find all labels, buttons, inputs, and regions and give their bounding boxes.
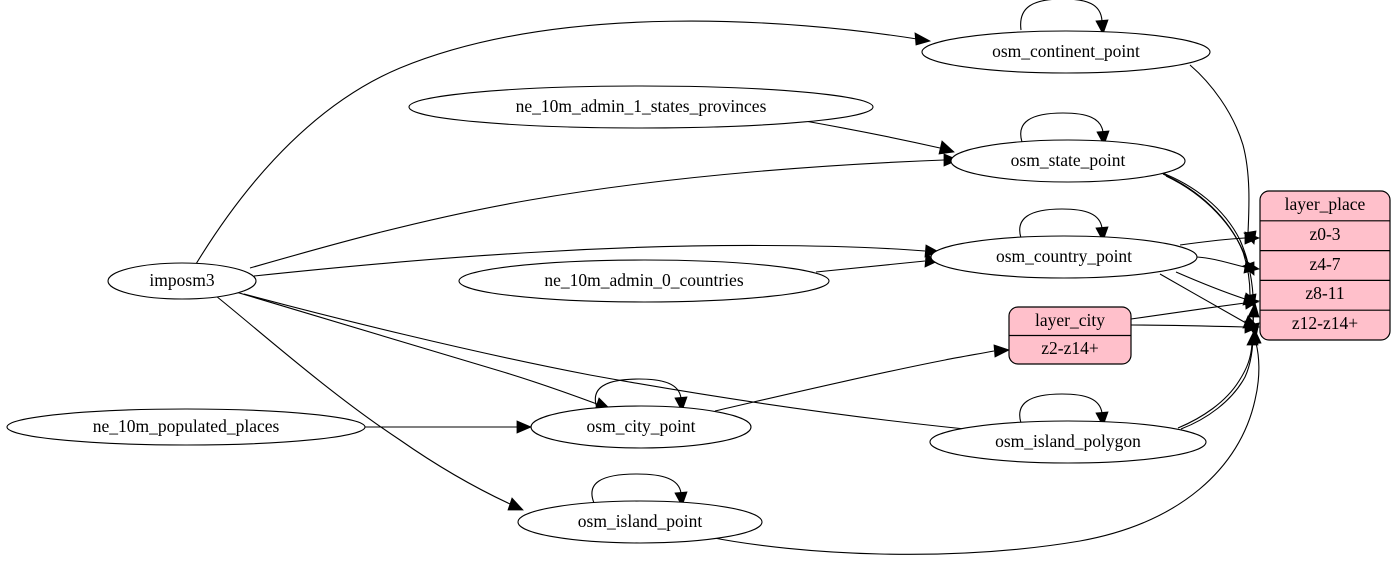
node-shape-osm_city_point[interactable] (530, 405, 752, 449)
node-label-osm_island_point: osm_island_point (578, 511, 703, 531)
arrowhead-city-layer_city (993, 344, 1011, 358)
edge-selfloop-osm_state_point (1020, 112, 1104, 143)
edge-osm_country_point-to-layer_place-z8-11 (1175, 271, 1246, 300)
edge-osm_country_point-to-layer_place-z0-3 (1179, 237, 1246, 246)
arrowhead-layer_city-z8-11 (1244, 296, 1260, 310)
arrowhead-selfloop-osm_country_point (1095, 226, 1109, 242)
edge-layer_city-to-layer_place-z8-11 (1130, 302, 1246, 320)
record-row-layer_place-z8-11[interactable]: z8-11 (1305, 283, 1344, 303)
node-label-osm_continent_point: osm_continent_point (992, 41, 1140, 61)
record-row-layer_city-z2-z14[interactable]: z2-z14+ (1041, 338, 1099, 358)
node-ne_10m_admin_0_countries[interactable]: ne_10m_admin_0_countries (458, 259, 830, 303)
node-label-osm_state_point: osm_state_point (1011, 150, 1126, 170)
edge-selfloop-osm_city_point (594, 378, 682, 409)
record-row-layer_place-z4-7[interactable]: z4-7 (1309, 254, 1340, 274)
edge-selfloop-osm_country_point (1019, 208, 1103, 239)
edge-imposm3-to-osm_island_point (215, 295, 511, 505)
edge-imposm3-to-osm_continent_point (195, 20, 918, 265)
arrowhead-selfloop-osm_continent_point (1095, 19, 1109, 35)
node-label-ne_10m_admin_1_states_provinces: ne_10m_admin_1_states_provinces (516, 96, 767, 116)
arrowhead-imposm3-osm_island_point (507, 497, 524, 511)
record-node-layer_city[interactable]: layer_city z2-z14+ (1008, 306, 1132, 365)
node-ne_10m_admin_1_states_provinces[interactable]: ne_10m_admin_1_states_provinces (408, 85, 874, 129)
node-label-imposm3: imposm3 (149, 270, 214, 290)
arrowhead-selfloop-osm_island_polygon (1095, 411, 1109, 427)
record-nodes-layer: layer_city z2-z14+ layer_place z0-3 z4-7… (1008, 190, 1391, 365)
record-row-layer_place-z12-z14[interactable]: z12-z14+ (1292, 313, 1358, 333)
edge-osm_state_point-to-layer_place-z4-7 (1159, 171, 1249, 265)
node-shape-osm_country_point[interactable] (930, 235, 1198, 279)
arrowhead-selfloop-osm_island_point (674, 491, 688, 507)
node-label-ne_10m_populated_places: ne_10m_populated_places (93, 416, 280, 436)
edge-layer_city-to-layer_place-z12-z14 (1130, 324, 1246, 328)
arrowhead-states_provinces-osm_state_point (938, 140, 955, 155)
edge-selfloop-osm_island_point (591, 473, 682, 504)
record-box-layer_place[interactable] (1259, 190, 1391, 341)
node-osm_city_point[interactable]: osm_city_point (530, 405, 752, 449)
record-row-layer_city-title: layer_city (1035, 310, 1105, 330)
edge-selfloop-osm_continent_point (1020, 0, 1103, 31)
arrowhead-layer_city-z12-z14 (1244, 320, 1261, 334)
node-ne_10m_populated_places[interactable]: ne_10m_populated_places (6, 408, 366, 446)
node-shape-osm_state_point[interactable] (950, 139, 1186, 183)
edge-ne_10m_admin_1_states_provinces-to-osm_state_point (804, 120, 941, 149)
node-osm_country_point[interactable]: osm_country_point (930, 235, 1198, 279)
arrowhead-island_polygon-z8-11 (1247, 301, 1260, 318)
node-osm_continent_point[interactable]: osm_continent_point (921, 30, 1211, 74)
edge-imposm3-to-osm_country_point (253, 244, 926, 277)
node-osm_island_polygon[interactable]: osm_island_polygon (929, 420, 1207, 464)
arrowhead-populated_places-osm_city_point (516, 420, 533, 434)
arrowhead-selfloop-osm_city_point (674, 396, 688, 412)
arrowhead-selfloop-osm_state_point (1096, 130, 1110, 146)
edge-osm_country_point-to-layer_place-z12-z14 (1159, 273, 1247, 324)
arrowhead-country-z0-3 (1244, 231, 1261, 245)
arrowhead-island_point-z12-z14 (1249, 328, 1262, 345)
edge-osm_island_polygon-to-layer_place-z8-11 (1180, 315, 1254, 430)
record-row-layer_place-title: layer_place (1285, 194, 1366, 214)
node-shape-ne_10m_admin_1_states_provinces[interactable] (408, 85, 874, 129)
arrowhead-country-z4-7 (1243, 260, 1261, 274)
node-osm_island_point[interactable]: osm_island_point (517, 500, 763, 544)
node-imposm3[interactable]: imposm3 (107, 262, 257, 300)
nodes-layer: imposm3 ne_10m_populated_places ne_10m_a… (6, 30, 1211, 544)
record-row-layer_place-z0-3[interactable]: z0-3 (1309, 224, 1340, 244)
edge-osm_continent_point-to-layer_place-z0-3 (1189, 64, 1250, 234)
edge-ne_10m_admin_0_countries-to-osm_country_point (815, 260, 926, 273)
node-label-ne_10m_admin_0_countries: ne_10m_admin_0_countries (544, 270, 743, 290)
edge-imposm3-to-osm_city_point (235, 291, 598, 405)
node-label-osm_city_point: osm_city_point (587, 416, 696, 436)
edge-osm_city_point-to-layer_city-z2-z14 (714, 350, 995, 412)
edge-imposm3-to-osm_island_polygon (243, 293, 996, 433)
node-label-osm_country_point: osm_country_point (996, 246, 1132, 266)
node-osm_state_point[interactable]: osm_state_point (950, 139, 1186, 183)
edge-osm_island_point-to-layer_place-z12-z14 (708, 342, 1260, 555)
node-shape-osm_continent_point[interactable] (921, 30, 1211, 74)
record-node-layer_place[interactable]: layer_place z0-3 z4-7 z8-11 z12-z14+ (1259, 190, 1391, 341)
edge-osm_island_polygon-to-layer_place-z12-z14 (1177, 343, 1253, 429)
node-label-osm_island_polygon: osm_island_polygon (995, 431, 1141, 451)
node-shape-ne_10m_populated_places[interactable] (6, 408, 366, 446)
node-shape-osm_island_point[interactable] (517, 500, 763, 544)
node-shape-ne_10m_admin_0_countries[interactable] (458, 259, 830, 303)
edge-osm_country_point-to-layer_place-z4-7 (1196, 256, 1246, 268)
node-shape-osm_island_polygon[interactable] (929, 420, 1207, 464)
node-shape-imposm3[interactable] (107, 262, 257, 300)
edge-imposm3-to-osm_state_point (249, 159, 945, 269)
arrowhead-imposm3-osm_continent_point (914, 32, 932, 46)
edge-selfloop-osm_island_polygon (1019, 393, 1103, 424)
